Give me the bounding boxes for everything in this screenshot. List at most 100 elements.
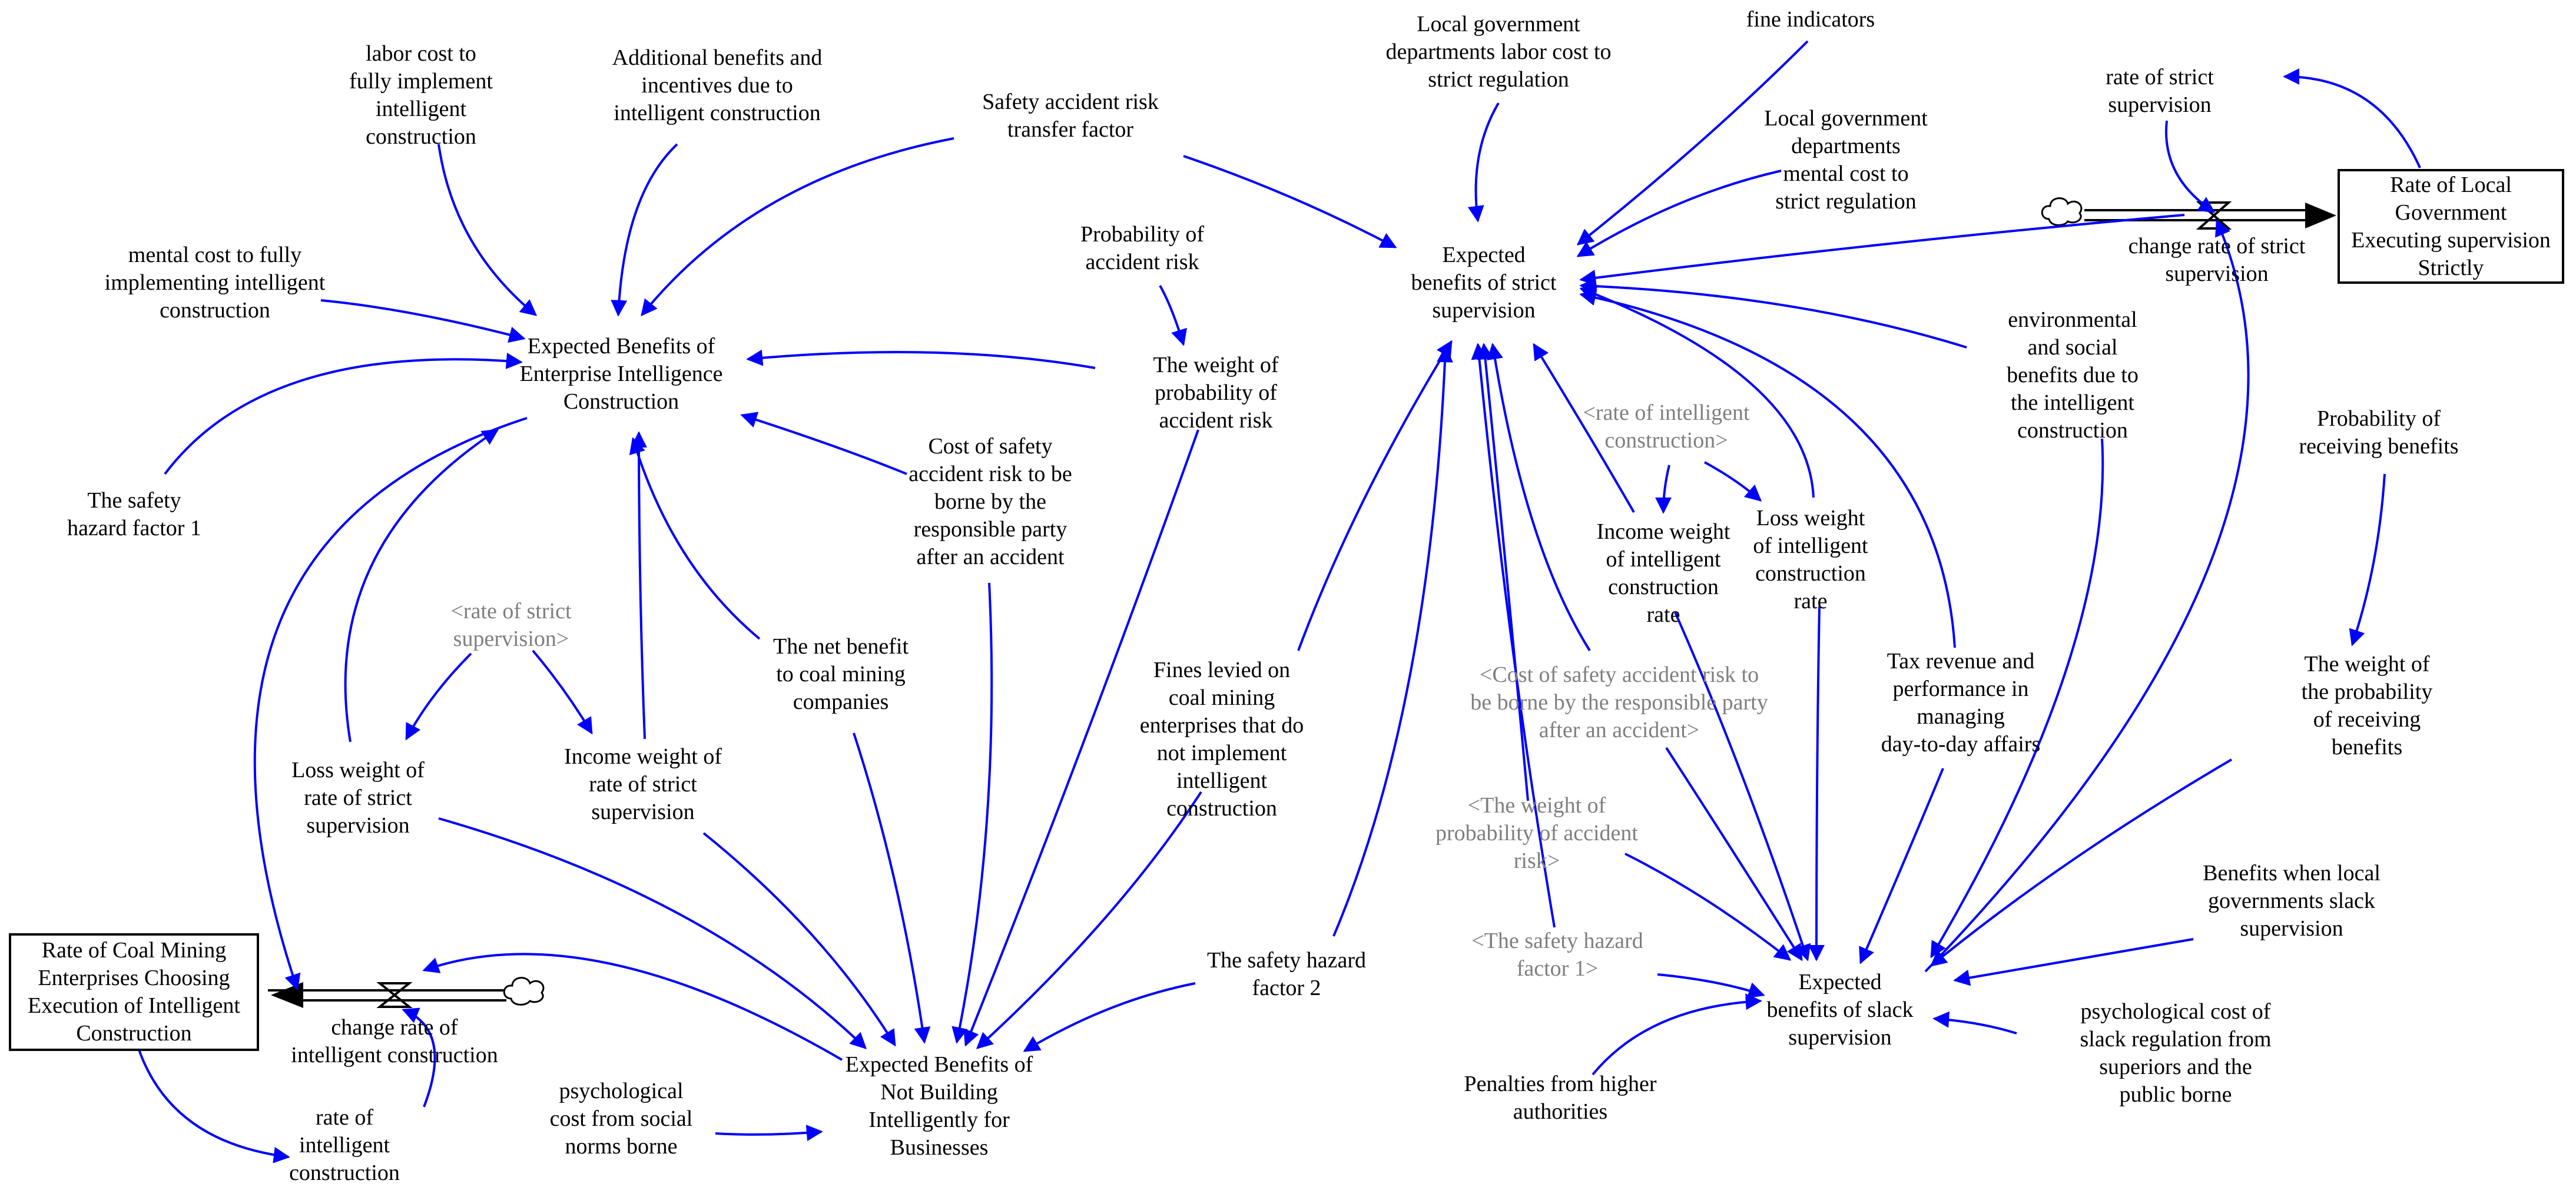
var-env-social: environmental and social benefits due to… (2007, 307, 2139, 443)
link-penalties-to-slack (1592, 993, 1762, 1076)
shadow-weight-prob: <The weight of probability of accident r… (1435, 793, 1638, 873)
link-net-to-notbuilding (853, 732, 931, 1044)
var-penalties: Penalties from higher authorities (1464, 1072, 1657, 1124)
link-shcost-to-slack (1665, 747, 1803, 961)
shadow-rate-strict: <rate of strict supervision> (450, 599, 572, 651)
var-additional-benefits: Additional benefits and incentives due t… (612, 45, 823, 125)
link-transfer-to-enterprise (641, 137, 954, 317)
var-tax-revenue: Tax revenue and performance in managing … (1881, 649, 2041, 757)
link-incomestrict-to-notbuilding (702, 832, 896, 1047)
link-shcost-to-strict (1487, 343, 1591, 652)
link-hazard1sh-to-strict (1471, 343, 1556, 928)
link-tax-to-slack (1859, 768, 1944, 964)
link-hazard1-to-enterprise (164, 353, 523, 475)
link-govlabor-to-strict (1467, 102, 1500, 223)
link-psych-social-to-notbuilding (715, 1125, 823, 1142)
link-mental-to-enterprise (320, 299, 526, 343)
link-net-to-enterprise (629, 437, 761, 640)
link-cost-to-enterprise (740, 412, 907, 475)
var-loss-weight-ic: Loss weight of intelligent construction … (1753, 506, 1868, 614)
shadow-rate-ic: <rate of intelligent construction> (1583, 400, 1750, 453)
link-top-to-change-gov (2165, 120, 2216, 213)
var-loss-weight-strict: Loss weight of rate of strict supervisio… (291, 758, 425, 838)
link-shweight-to-slack (1624, 853, 1792, 961)
link-notbuilding-to-change-coal (422, 953, 843, 1061)
flow-pipe-gov (2084, 201, 2336, 230)
var-income-weight-ic: Income weight of intelligent constructio… (1596, 519, 1730, 627)
link-shic-to-lossic (1704, 461, 1762, 502)
link-lossweight-to-enterprise (344, 429, 499, 742)
var-fines: Fines levied on coal mining enterprises … (1139, 658, 1304, 821)
link-govmental-to-strict (1576, 170, 1782, 257)
var-net-benefit: The net benefit to coal mining companies (773, 634, 909, 714)
var-exp-enterprise: Expected Benefits of Enterprise Intellig… (519, 334, 723, 414)
link-lossstrict-to-notbuilding (438, 817, 867, 1049)
var-safety-hazard-1: The safety hazard factor 1 (67, 488, 201, 541)
var-rate-strict-top: rate of strict supervision (2106, 65, 2214, 117)
var-local-gov-labor: Local government departments labor cost … (1385, 12, 1612, 92)
var-rate-ic-bottom: rate of intelligent construction (289, 1105, 400, 1185)
link-coal-rate-to-ic (137, 1047, 290, 1163)
link-prob-receiving-to-weight (2349, 473, 2386, 646)
link-slack-to-change-gov (1924, 219, 2250, 973)
link-shweight-to-strict (1477, 343, 1529, 801)
link-incomeic-to-strict (1533, 343, 1635, 513)
cloud-icon (2041, 197, 2083, 226)
link-additional-to-enterprise (611, 143, 678, 317)
var-psych-social: psychological cost from social norms bor… (549, 1079, 693, 1159)
var-risk-transfer: Safety accident risk transfer factor (982, 89, 1159, 142)
link-gov-rate-to-top (2283, 68, 2421, 168)
link-weight-receiving-to-slack (1929, 758, 2233, 967)
link-incomeweight-to-enterprise (631, 431, 648, 740)
var-psych-slack: psychological cost of slack regulation f… (2080, 999, 2272, 1107)
var-exp-strict: Expected benefits of strict supervision (1411, 243, 1557, 323)
var-weight-prob-accident: The weight of probability of accident ri… (1153, 353, 1279, 433)
link-change-gov-to-strict (1579, 214, 2185, 286)
link-fines-to-notbuilding (976, 791, 1202, 1049)
link-shic-to-incomeic (1655, 465, 1672, 514)
link-psych-slack-to-slack (1932, 1011, 2017, 1035)
var-exp-not-building: Expected Benefits of Not Building Intell… (845, 1052, 1033, 1160)
var-labor-cost-full: labor cost to fully implement intelligen… (349, 41, 493, 149)
link-cost-to-notbuilding (952, 582, 993, 1044)
var-safety-hazard-2: The safety hazard factor 2 (1206, 948, 1367, 1000)
stock-coal-rate: Rate of Coal Mining Enterprises Choosing… (9, 933, 259, 1051)
link-incomeic-to-slack (1674, 612, 1811, 961)
link-transfer-to-strict (1183, 155, 1397, 248)
var-local-gov-mental: Local government departments mental cost… (1764, 106, 1928, 214)
causal-links (137, 40, 2421, 1163)
shadow-hazard-1: <The safety hazard factor 1> (1471, 929, 1643, 981)
link-benefits-slack-to-slack (1953, 938, 2194, 986)
link-shhazard-to-slack (1657, 973, 1765, 999)
link-env-to-slack (1930, 438, 2104, 959)
link-ic-to-change-coal (402, 1007, 436, 1108)
link-fines-to-strict (1297, 340, 1453, 651)
flow-label-coal-change: change rate of intelligent construction (291, 1015, 498, 1067)
flow-pipe-coal (268, 982, 506, 1008)
var-fine-indicators: fine indicators (1746, 7, 1875, 32)
link-enterprise-to-change-coal (253, 417, 528, 991)
link-lossic-to-slack (1808, 606, 1825, 961)
link-shadowstrict-to-incomeweight (532, 649, 593, 735)
cloud-icon (503, 977, 545, 1006)
link-env-to-strict (1579, 278, 1967, 349)
var-income-weight-strict: Income weight of rate of strict supervis… (563, 744, 722, 824)
var-exp-slack: Expected benefits of slack supervision (1766, 970, 1914, 1050)
var-prob-receiving: Probability of receiving benefits (2299, 406, 2459, 459)
link-weight-accident-to-enterprise (746, 349, 1096, 369)
link-fine-to-strict (1576, 40, 1809, 246)
var-mental-cost-full: mental cost to fully implementing intell… (104, 243, 326, 323)
flow-label-gov-change: change rate of strict supervision (2128, 234, 2306, 286)
var-prob-accident: Probability of accident risk (1080, 222, 1205, 274)
var-cost-safety: Cost of safety accident risk to be borne… (909, 434, 1072, 569)
link-hazard2-to-strict (1332, 346, 1453, 937)
link-weight-accident-to-notbuilding (963, 429, 1199, 1047)
stock-gov-rate: Rate of Local Government Executing super… (2338, 169, 2564, 284)
link-hazard2-to-notbuilding (1023, 982, 1196, 1052)
shadow-cost-safety: <Cost of safety accident risk to be born… (1470, 662, 1768, 742)
link-labor-to-enterprise (437, 144, 538, 316)
link-prob-to-weight (1159, 285, 1187, 346)
var-weight-prob-receiving: The weight of the probability of receivi… (2301, 652, 2433, 760)
